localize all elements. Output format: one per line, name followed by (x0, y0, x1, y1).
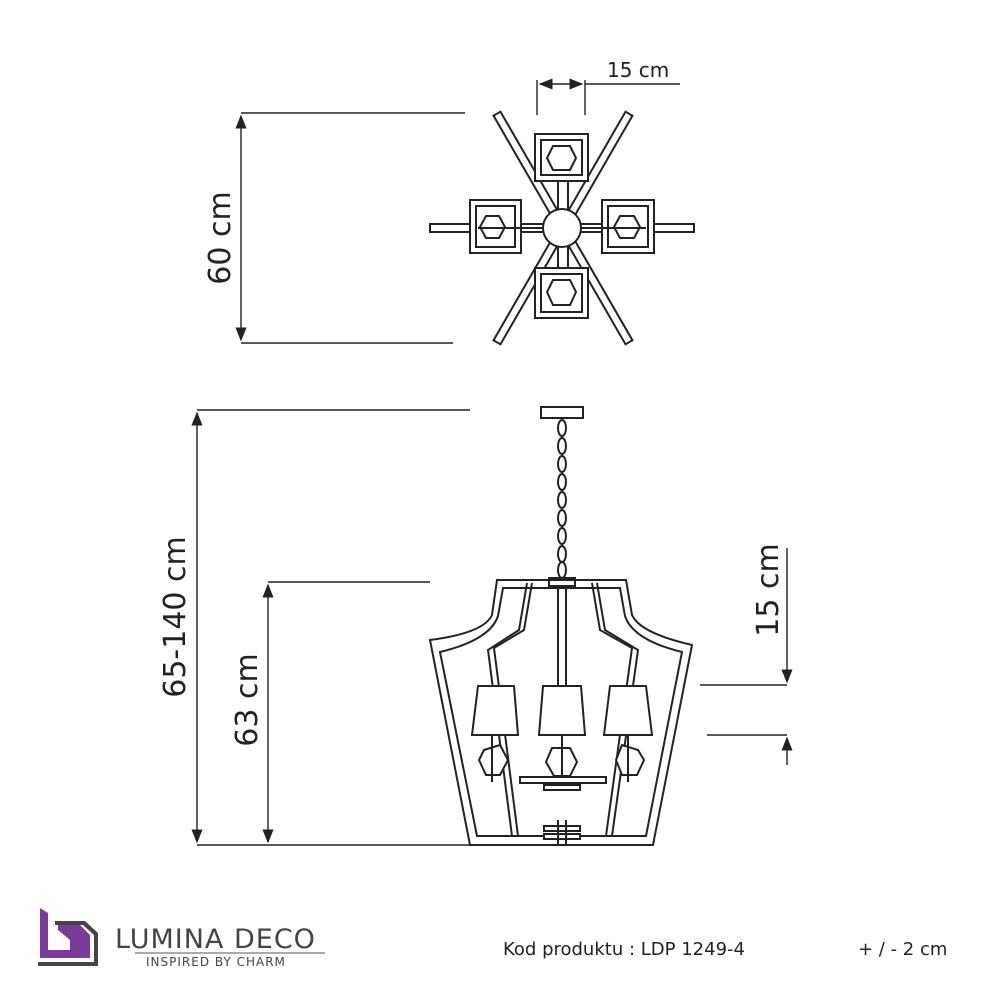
brand-tagline: INSPIRED BY CHARM (146, 955, 286, 969)
brand-name: LUMINA DECO (115, 924, 316, 955)
shade-top (534, 133, 589, 182)
dimension-lines (191, 78, 793, 846)
dim-body-height: 63 cm (230, 653, 265, 746)
shade-left (469, 199, 522, 254)
chain (557, 419, 567, 579)
shade-bottom (534, 267, 589, 319)
lamp-shade-right (602, 685, 654, 736)
side-view (428, 406, 694, 846)
dim-top-diameter: 60 cm (203, 191, 238, 284)
top-view (429, 110, 695, 346)
dim-shade-offset: 15 cm (751, 543, 786, 636)
tolerance: + / - 2 cm (858, 939, 948, 960)
dim-total-height: 65-140 cm (158, 536, 193, 698)
dim-arm-width: 15 cm (607, 58, 669, 82)
brand-logo-icon (38, 908, 98, 966)
lamp-shade-center (537, 685, 587, 736)
lamp-shade-left (470, 685, 520, 736)
shade-right (601, 199, 655, 254)
product-code: Kod produktu : LDP 1249-4 (503, 939, 745, 960)
